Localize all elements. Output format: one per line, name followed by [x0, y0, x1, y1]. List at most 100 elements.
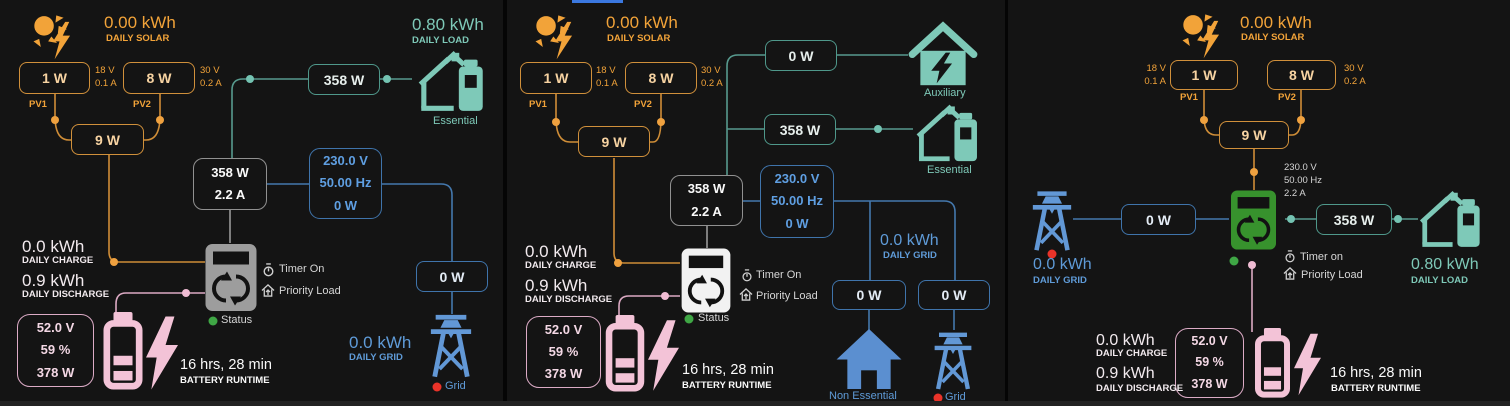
grid-info-box[interactable]: 230.0 V 50.00 Hz 0 W: [309, 148, 382, 219]
flow-wires: [1047, 90, 1418, 332]
battery-voltage: 52.0 V: [544, 321, 583, 337]
pv2-power-box[interactable]: 8 W: [625, 62, 697, 94]
grid-tower-icon[interactable]: [1030, 190, 1074, 252]
load-daily-value: 0.80 kWh: [1411, 256, 1479, 273]
grid-import-box[interactable]: 0 W: [1121, 204, 1196, 235]
essential-load-icon[interactable]: [1416, 186, 1486, 252]
battery-daily-discharge: 0.9 kWh: [22, 271, 85, 290]
bottom-strip: [0, 401, 1510, 406]
pv1-power-box[interactable]: 1 W: [19, 62, 90, 94]
inverter-output-box[interactable]: 358 W 2.2 A: [193, 158, 267, 210]
essential-label: Essential: [433, 115, 478, 127]
pv1-power-box[interactable]: 1 W: [1170, 60, 1238, 90]
battery-info-box[interactable]: 52.0 V 59 % 378 W: [1175, 328, 1244, 398]
battery-daily-discharge-label: DAILY DISCHARGE: [525, 294, 613, 305]
timer-icon: [1284, 250, 1296, 263]
grid-daily-value: 0.0 kWh: [349, 333, 412, 352]
grid-daily-value: 0.0 kWh: [1033, 256, 1092, 273]
battery-icon[interactable]: [100, 312, 146, 390]
non-essential-icon[interactable]: [836, 329, 902, 390]
pv2-voltage: 30 V: [1344, 63, 1364, 74]
essential-power-box[interactable]: 358 W: [764, 114, 836, 145]
auxiliary-power-box[interactable]: 0 W: [765, 40, 837, 71]
grid-power: 0 W: [785, 215, 809, 231]
solar-daily-label: DAILY SOLAR: [106, 33, 170, 44]
inverter-current: 2.2 A: [214, 187, 246, 202]
battery-daily-discharge-label: DAILY DISCHARGE: [1096, 383, 1184, 394]
battery-icon[interactable]: [602, 315, 648, 392]
battery-daily-charge-label: DAILY CHARGE: [22, 255, 94, 266]
priority-load-icon: [739, 288, 753, 301]
battery-runtime-label: BATTERY RUNTIME: [682, 380, 772, 391]
auxiliary-load-icon[interactable]: [908, 20, 978, 87]
solar-daily-label: DAILY SOLAR: [607, 33, 671, 44]
timer-label: Timer On: [279, 263, 325, 275]
battery-daily-charge-label: DAILY CHARGE: [525, 260, 597, 271]
pv2-power-box[interactable]: 8 W: [1267, 60, 1336, 90]
inverter-icon[interactable]: [680, 248, 732, 313]
priority-load-icon: [261, 284, 275, 297]
solar-icon[interactable]: [27, 7, 79, 61]
grid-import-box[interactable]: 0 W: [918, 280, 990, 310]
inverter-ac-current: 2.2 A: [1284, 187, 1306, 199]
inverter-output-box[interactable]: 358 W 2.2 A: [670, 175, 743, 226]
solar-icon[interactable]: [1176, 6, 1228, 60]
grid-daily-value: 0.0 kWh: [880, 232, 939, 249]
grid-frequency: 50.00 Hz: [770, 193, 824, 209]
solar-icon[interactable]: [529, 7, 581, 61]
pv-total-box[interactable]: 9 W: [1219, 121, 1289, 149]
pv1-voltage-current: 18 V 0.1 A: [95, 65, 117, 91]
essential-load-icon[interactable]: [412, 46, 492, 116]
timer-icon: [741, 269, 753, 282]
flow-wires: [552, 54, 956, 401]
battery-daily-charge: 0.0 kWh: [22, 237, 85, 256]
pv1-voltage-current: 18 V 0.1 A: [1134, 63, 1166, 89]
pv1-power-box[interactable]: 1 W: [520, 62, 592, 94]
grid-daily-label: DAILY GRID: [349, 352, 403, 363]
timer-label: Timer on: [1300, 251, 1343, 263]
battery-soc: 59 %: [40, 342, 71, 358]
inverter-power: 358 W: [211, 164, 249, 180]
battery-bolt-icon: [648, 319, 679, 392]
essential-power-box[interactable]: 358 W: [1316, 204, 1392, 235]
load-daily-label: DAILY LOAD: [412, 35, 470, 46]
inverter-icon[interactable]: [1229, 190, 1278, 250]
battery-daily-discharge: 0.9 kWh: [525, 276, 588, 295]
solar-daily-value: 0.00 kWh: [606, 13, 678, 32]
pv2-label: PV2: [1278, 92, 1296, 103]
grid-voltage: 230.0 V: [323, 153, 368, 169]
inverter-icon[interactable]: [205, 243, 257, 312]
grid-info-box[interactable]: 230.0 V 50.00 Hz 0 W: [760, 165, 834, 238]
grid-daily-label: DAILY GRID: [1033, 275, 1087, 286]
battery-daily-charge: 0.0 kWh: [525, 242, 588, 261]
pv-total-box[interactable]: 9 W: [71, 124, 144, 155]
status-label: Status: [221, 314, 253, 326]
battery-runtime: 16 hrs, 28 min: [1330, 365, 1422, 381]
pv1-current: 0.1 A: [1144, 75, 1166, 87]
pv2-label: PV2: [133, 99, 151, 110]
non-essential-power-box[interactable]: 0 W: [832, 280, 906, 310]
grid-import-box[interactable]: 0 W: [416, 261, 488, 292]
grid-tower-icon[interactable]: [428, 312, 474, 380]
pv-total-box[interactable]: 9 W: [578, 126, 650, 157]
essential-label: Essential: [927, 164, 972, 176]
essential-power-box[interactable]: 358 W: [308, 64, 380, 95]
solar-daily-label: DAILY SOLAR: [1241, 32, 1305, 43]
flow-card-2: 0.00 kWh DAILY SOLAR 1 W 18 V 0.1 A PV1 …: [507, 0, 1005, 403]
priority-label: Priority Load: [756, 290, 818, 302]
battery-bolt-icon: [146, 316, 178, 390]
battery-voltage: 52.0 V: [1191, 334, 1228, 349]
pv1-voltage-current: 18 V 0.1 A: [596, 65, 618, 91]
pv1-label: PV1: [1180, 92, 1198, 103]
inverter-current: 2.2 A: [691, 203, 722, 219]
battery-info-box[interactable]: 52.0 V 59 % 378 W: [526, 316, 601, 388]
load-daily-label: DAILY LOAD: [1411, 275, 1469, 286]
top-scroll-indicator[interactable]: [572, 0, 623, 3]
battery-icon[interactable]: [1251, 328, 1294, 398]
grid-tower-icon[interactable]: [932, 329, 974, 393]
battery-info-box[interactable]: 52.0 V 59 % 378 W: [17, 314, 94, 387]
essential-load-icon[interactable]: [912, 100, 984, 166]
pv2-power-box[interactable]: 8 W: [123, 62, 195, 94]
pv2-voltage: 30 V: [200, 65, 220, 76]
